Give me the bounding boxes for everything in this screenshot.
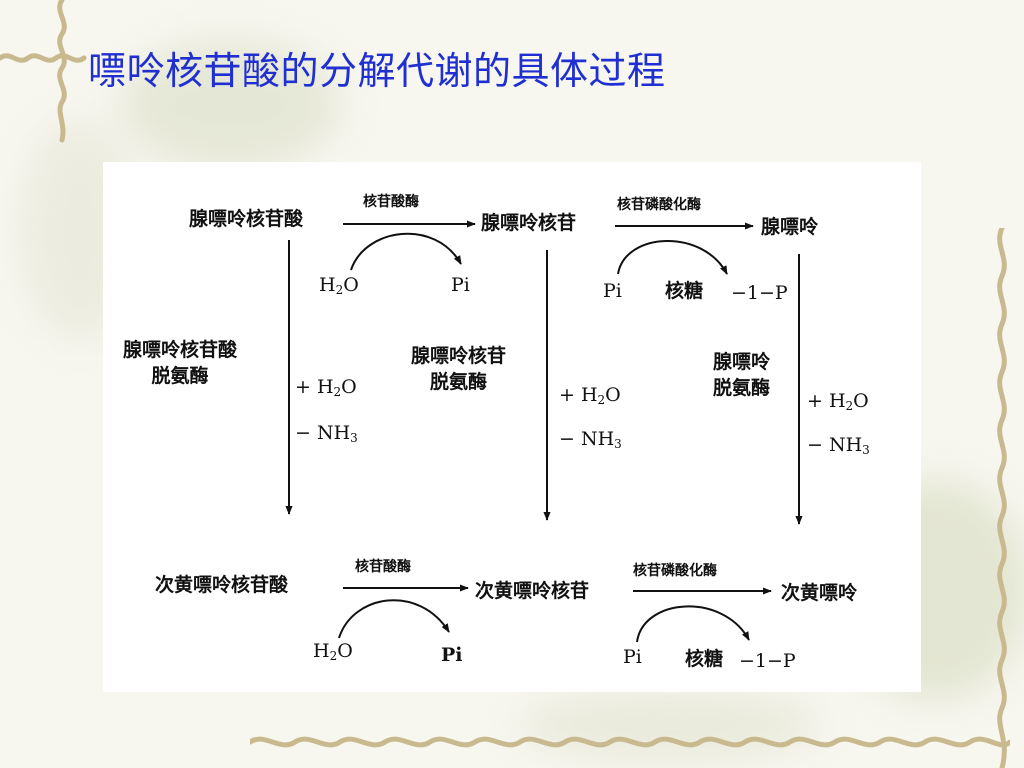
reagent-pi-bottom-right: Pi (623, 646, 642, 668)
enzyme-phosphorylase-top: 核苷磷酸化酶 (617, 197, 701, 213)
product-ribose-bottom: 核糖 (685, 648, 724, 670)
pathway-arrows (285, 220, 803, 643)
enzyme-adenosine-deaminase: 腺嘌呤核苷脱氨酶 (411, 345, 507, 393)
reagent-water-top: H2O (319, 274, 359, 297)
compound-inosine: 次黄嘌呤核苷 (475, 580, 590, 602)
compound-imp: 次黄嘌呤核苷酸 (155, 574, 289, 596)
enzyme-nucleotidase-top: 核苷酸酶 (363, 194, 419, 210)
enzyme-adenine-deaminase: 腺嘌呤脱氨酶 (713, 351, 771, 399)
product-ribose-phosphate-bottom: −1−P (739, 650, 796, 672)
product-ribose-top: 核糖 (665, 280, 704, 302)
vine-decoration-bottom (250, 736, 1010, 748)
page-title: 嘌呤核苷酸的分解代谢的具体过程 (88, 49, 666, 93)
reagent-pi-bottom-left: Pi (441, 644, 463, 666)
curve-pi-in-bottom-right (636, 605, 750, 643)
curve-water-in-bottom-left (338, 599, 450, 639)
reagent-minus-ammonia-middle: − NH3 (559, 428, 622, 451)
enzyme-nucleotidase-bottom: 核苷酸酶 (355, 559, 411, 575)
reagent-water-bottom: H2O (313, 640, 353, 663)
curve-water-in-top-left (350, 232, 462, 271)
reagent-minus-ammonia-right: − NH3 (807, 434, 870, 457)
compound-adenine: 腺嘌呤 (761, 216, 819, 238)
reagent-pi-top-right: Pi (603, 280, 622, 302)
enzyme-phosphorylase-bottom: 核苷磷酸化酶 (633, 563, 717, 579)
compound-amp: 腺嘌呤核苷酸 (189, 208, 304, 230)
vine-decoration-left (57, 0, 67, 143)
compound-adenosine: 腺嘌呤核苷 (481, 212, 577, 234)
curve-pi-in-top-right (617, 240, 728, 275)
reagent-plus-water-left: + H2O (295, 376, 357, 399)
reagent-pi-top-left: Pi (451, 274, 470, 296)
background-blob (120, 40, 340, 170)
vine-decoration-top (0, 53, 87, 63)
product-ribose-phosphate-top: −1−P (731, 282, 788, 304)
reagent-minus-ammonia-left: − NH3 (295, 422, 358, 445)
pathway-diagram: 腺嘌呤核苷酸 腺嘌呤核苷 腺嘌呤 核苷酸酶 核苷磷酸化酶 H2O Pi Pi 核… (103, 162, 921, 692)
background-blob (520, 690, 820, 760)
compound-hypoxanthine: 次黄嘌呤 (781, 582, 858, 604)
reagent-plus-water-middle: + H2O (559, 384, 621, 407)
reagent-plus-water-right: + H2O (807, 390, 869, 413)
enzyme-amp-deaminase: 腺嘌呤核苷酸脱氨酶 (123, 339, 238, 387)
vine-decoration-right (997, 228, 1007, 768)
